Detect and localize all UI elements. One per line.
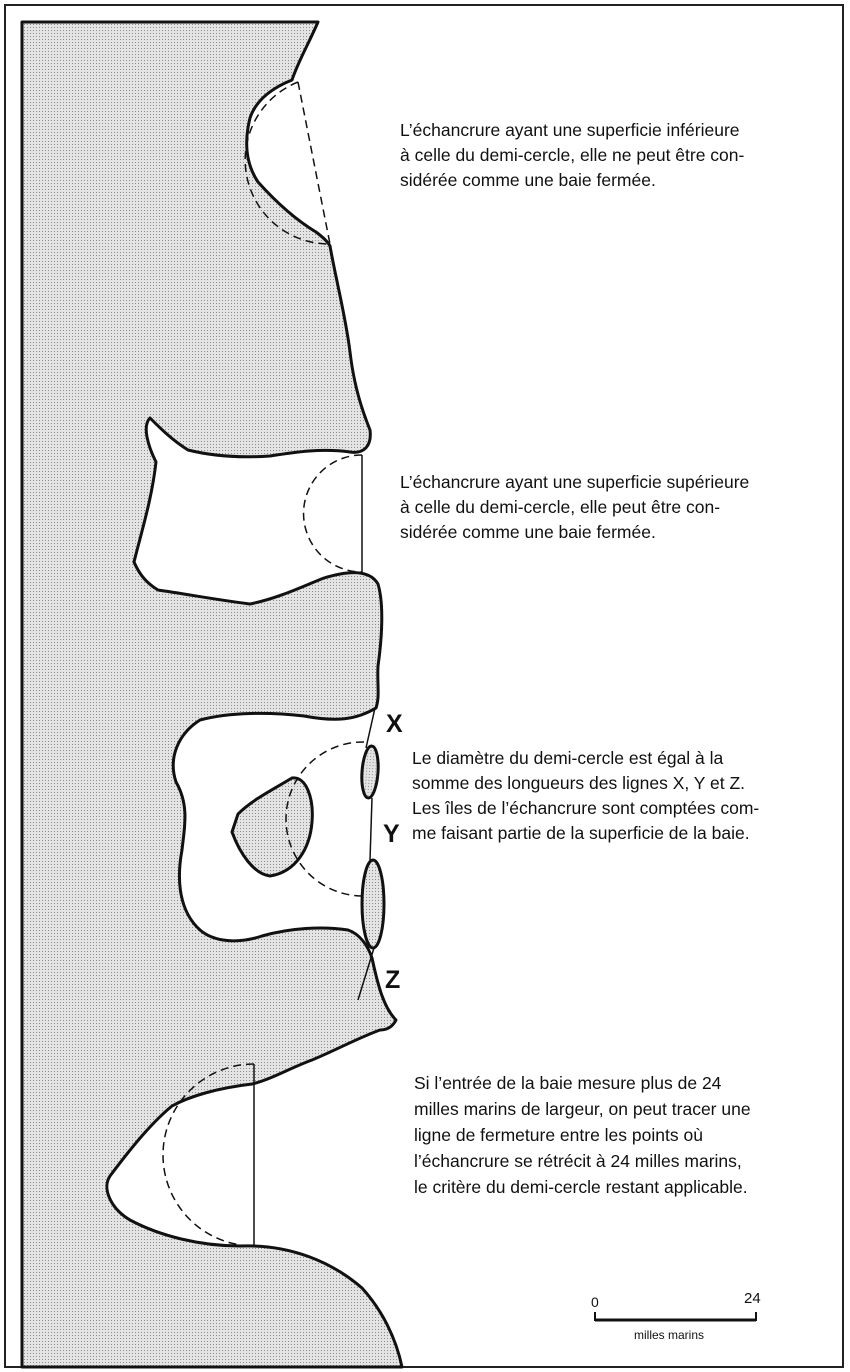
bay3-line-y [369, 797, 373, 861]
scale-unit-label: milles marins [634, 1328, 705, 1342]
caption-bay-2: L’échancrure ayant une superficie supéri… [400, 472, 750, 542]
bay3-line-x [365, 707, 376, 749]
label-z: Z [385, 966, 401, 994]
bay1-semicircle [244, 81, 331, 245]
caption-bay-3: Le diamètre du demi-cercle est égal à la… [412, 748, 760, 843]
label-y: Y [383, 820, 400, 848]
bay-island [230, 776, 314, 878]
label-x: X [386, 710, 403, 738]
caption-bay-4: Si l’entrée de la baie mesure plus de 24… [414, 1073, 751, 1197]
scale-start-label: 0 [591, 1294, 599, 1310]
caption-bay-1: L’échancrure ayant une superficie inféri… [400, 120, 745, 190]
closing-island-lower [360, 858, 386, 950]
bay4-semicircle [162, 1063, 255, 1247]
bay1-closing-line [297, 81, 331, 245]
bay3-semicircle [285, 741, 365, 897]
scale-end-label: 24 [744, 1290, 761, 1307]
bay3-line-z [357, 947, 375, 1001]
bay2-semicircle [302, 454, 363, 573]
coastline-land [20, 20, 404, 1369]
closing-island-upper [360, 744, 380, 800]
